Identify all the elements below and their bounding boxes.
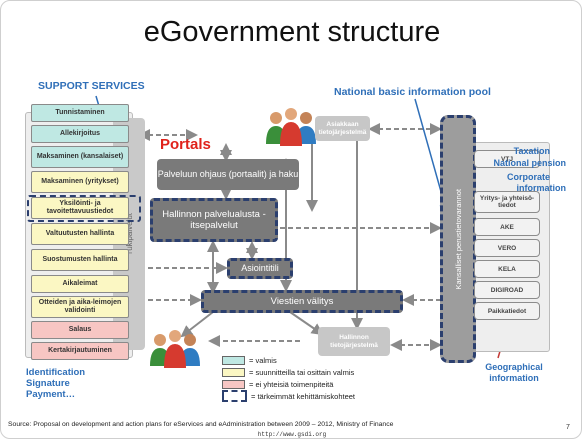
registries-heading: National basic information pool	[334, 86, 491, 98]
portals-heading: Portals	[160, 136, 211, 153]
admin-system-box: Hallinnon tietojärjestelmä	[318, 327, 390, 356]
legend-item-priority: = tärkeimmät kehittämiskohteet	[222, 390, 355, 402]
legend-swatch-yellow	[222, 367, 245, 377]
priority-outline-yksilointi	[27, 195, 141, 222]
legend-swatch-green	[222, 355, 245, 365]
legend-swatch-pink	[222, 379, 245, 389]
service-maksaminen-kansalaiset: Maksaminen (kansalaiset)	[31, 146, 129, 168]
footer-payment: Payment…	[26, 389, 76, 400]
footer-signature: Signature	[26, 378, 70, 389]
service-allekirjoitus: Allekirjoitus	[31, 125, 129, 143]
service-kertakirjautuminen: Kertakirjautuminen	[31, 342, 129, 360]
registry-paikkatiedot: Paikkatiedot	[474, 302, 540, 320]
service-otteiden-validointi: Otteiden ja aika-leimojen validointi	[31, 296, 129, 318]
service-salaus: Salaus	[31, 321, 129, 339]
registry-vero: VERO	[474, 239, 540, 257]
overlay-pension: National pension	[493, 158, 566, 168]
legend-item-osittain: = suunnitteilla tai osittain valmis	[222, 366, 355, 378]
account-box: Asiointitili	[227, 258, 293, 279]
service-valtuutusten-hallinta: Valtuutusten hallinta	[31, 223, 129, 245]
service-yksilointi: Yksilöinti- ja tavoitettavuustiedot	[31, 197, 129, 219]
registries-vertical-label: Kansalliset perustietovarannot	[453, 188, 463, 290]
citizens-icon	[266, 108, 316, 146]
service-aikaleimat: Aikaleimat	[31, 275, 129, 293]
officials-icon	[150, 330, 200, 368]
overlay-geo-1: Geographical	[485, 362, 543, 372]
page-number: 7	[566, 424, 570, 431]
legend-item-ei: = ei yhteisiä toimenpiteitä	[222, 378, 355, 390]
source-url: http://www.gsdi.org	[257, 431, 327, 438]
registry-vtj: VTJ	[474, 150, 540, 168]
overlay-geo: Geographical information	[474, 362, 554, 384]
service-tunnistaminen: Tunnistaminen	[31, 104, 129, 122]
messaging-box: Viestien välitys	[201, 290, 403, 313]
footer-identification: Identification	[26, 367, 86, 378]
registries-bar: Kansalliset perustietovarannot	[440, 115, 476, 363]
customer-system-box: Asiakkaan tietojärjestelmä	[315, 116, 370, 141]
registry-ake: AKE	[474, 218, 540, 236]
registry-kela: KELA	[474, 260, 540, 278]
service-suostumusten-hallinta: Suostumusten hallinta	[31, 249, 129, 271]
support-services-footer: Identification Signature Payment…	[26, 367, 85, 400]
registry-digiroad: DIGIROAD	[474, 281, 540, 299]
overlay-corporate: Corporate	[506, 172, 550, 182]
service-platform-box: Hallinnon palvelualusta - itsepalvelut	[150, 198, 278, 242]
legend-swatch-dashed	[222, 390, 247, 402]
registry-yritys: Yritys- ja yhteisö-tiedot	[474, 191, 540, 213]
support-services-heading: SUPPORT SERVICES	[38, 80, 145, 92]
legend-item-valmis: = valmis	[222, 354, 355, 366]
portal-box: Palveluun ohjaus (portaalit) ja haku	[157, 159, 299, 190]
overlay-taxation: Taxation	[513, 146, 550, 156]
overlay-information: information	[516, 183, 567, 193]
overlay-geo-2: information	[489, 373, 539, 383]
legend: = valmis = suunnitteilla tai osittain va…	[222, 354, 355, 402]
service-maksaminen-yritykset: Maksaminen (yritykset)	[31, 171, 129, 193]
slide-title: eGovernment structure	[143, 16, 441, 48]
source-text: Source: Proposal on development and acti…	[8, 421, 394, 428]
